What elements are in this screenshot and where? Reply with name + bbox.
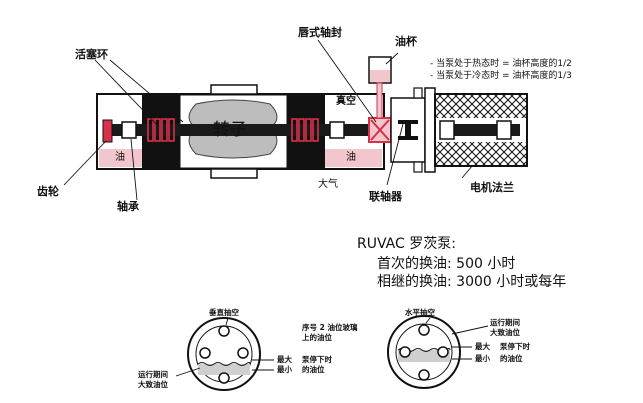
vacuum-label: 真空 — [336, 96, 356, 107]
top-flange — [210, 84, 258, 95]
note-hot: - 当泵处于热态时 = 油杯高度的1/2 — [430, 59, 572, 69]
gear-label: 齿轮 — [37, 185, 59, 198]
piston-ring-label: 活塞环 — [75, 48, 108, 61]
bearing-right — [329, 121, 345, 139]
gauge-right-max: 最大 — [475, 342, 490, 351]
gauge-left-stop-note-2: 的油位 — [302, 365, 325, 374]
coupling — [398, 120, 418, 140]
bottom-flange — [210, 168, 258, 179]
gauge-right-run-note-2: 大致油位 — [490, 328, 520, 337]
oil-cup-pipe — [376, 82, 383, 119]
ruvac-title: RUVAC 罗茨泵: — [357, 236, 456, 252]
oil-right-label: 油 — [346, 152, 356, 163]
gauge-right-run-note-1: 运行期间 — [490, 318, 520, 327]
ruvac-first-change: 首次的换油: 500 小时 — [377, 256, 516, 272]
atmosphere-label: 大气 — [318, 179, 338, 190]
motor-flange-label: 电机法兰 — [470, 181, 514, 194]
oil-pool-left — [99, 149, 142, 167]
oil-pool-right — [325, 149, 382, 167]
gauge-left-glass-note-1: 序号 2 油位玻璃 — [302, 323, 358, 332]
gauge-left-stop-note-1: 泵停下时 — [302, 355, 332, 364]
gauge-left-run-note-1: 运行期间 — [138, 370, 168, 379]
oil-gauge-right — [387, 315, 489, 389]
note-cold: - 当泵处于冷态时 = 油杯高度的1/3 — [430, 71, 572, 81]
bearing-left — [121, 121, 137, 139]
gauge-left-max: 最大 — [277, 355, 292, 364]
gauge-right-stop-note-2: 的油位 — [500, 354, 523, 363]
ruvac-subsequent-change: 相继的换油: 3000 小时或每年 — [377, 274, 567, 290]
gauge-left-run-note-2: 大致油位 — [138, 380, 168, 389]
piston-rings-left — [147, 118, 175, 142]
leader-lines — [63, 39, 474, 201]
piston-rings-right — [291, 118, 319, 142]
motor-flange-plate — [424, 87, 436, 173]
oil-cup-label: 油杯 — [395, 35, 417, 48]
lip-seal-label: 唇式轴封 — [298, 26, 342, 39]
bearing-label: 轴承 — [117, 200, 139, 213]
gauge-left-title: 垂直抽空 — [209, 308, 239, 317]
gauge-right-stop-note-1: 泵停下时 — [500, 342, 530, 351]
oil-left-label: 油 — [115, 152, 125, 163]
coupling-label: 联轴器 — [369, 190, 402, 203]
oil-gauge-left — [175, 317, 274, 391]
rotor-label: 转子 — [213, 120, 247, 140]
gauge-left-min: 最小 — [277, 365, 292, 374]
gauge-left-glass-note-2: 上的油位 — [302, 333, 332, 342]
gauge-right-min: 最小 — [475, 354, 490, 363]
gear — [102, 119, 113, 143]
gauge-right-title: 水平抽空 — [405, 308, 435, 317]
